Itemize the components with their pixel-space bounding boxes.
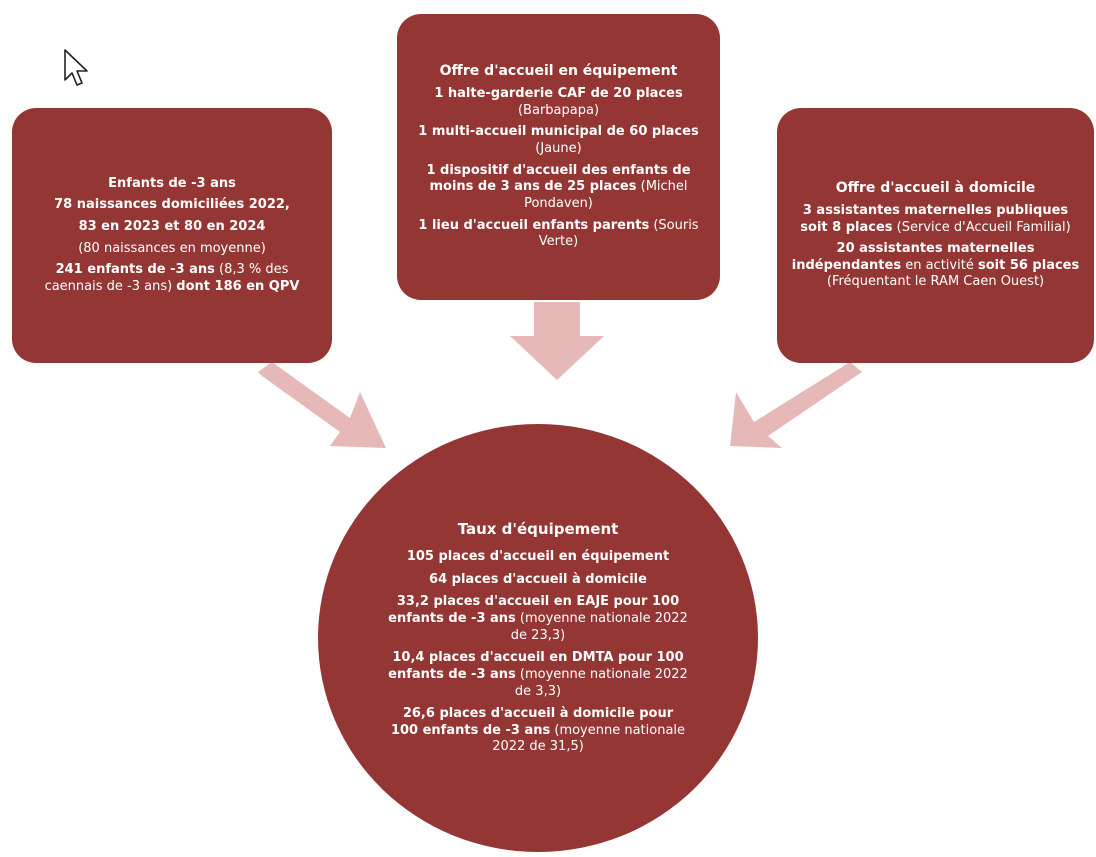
home-care-item-1-note: (Service d'Accueil Familial) xyxy=(892,219,1071,235)
births-average: (80 naissances en moyenne) xyxy=(78,240,266,256)
arrow-right-shape xyxy=(730,362,862,448)
facility-box-title: Offre d'accueil en équipement xyxy=(439,63,678,80)
facility-item-1-bold: 1 halte-garderie CAF de 20 places xyxy=(434,86,683,102)
home-care-offer-box: Offre d'accueil à domicile 3 assistantes… xyxy=(777,108,1094,363)
home-care-item-2-bold: 20 assistantes maternelles indépendantes xyxy=(791,241,1035,273)
facility-item-1-name: (Barbapapa) xyxy=(517,102,600,118)
dmta-rate-bold: 10,4 places d'accueil en DMTA pour 100 e… xyxy=(388,650,684,682)
home-care-box-title: Offre d'accueil à domicile xyxy=(835,179,1036,196)
home-care-item-2-places: soit 56 places xyxy=(977,257,1080,273)
arrow-right-to-circle xyxy=(730,362,862,448)
eaje-rate-national: (moyenne nationale 2022 de 23,3) xyxy=(510,611,688,643)
mouse-pointer-icon xyxy=(64,49,88,86)
home-places: 64 places d'accueil à domicile xyxy=(429,571,647,587)
births-line-2: 83 en 2023 et 80 en 2024 xyxy=(78,218,266,234)
births-line-1: 78 naissances domiciliées 2022, xyxy=(54,197,290,213)
home-care-item-2-note: (Fréquentant le RAM Caen Ouest) xyxy=(826,274,1045,290)
facility-item-3-name: (Michel Pondaven) xyxy=(524,179,688,211)
facility-item-4-bold: 1 lieu d'accueil enfants parents xyxy=(418,217,650,233)
arrow-center-shape xyxy=(510,302,604,380)
dmta-rate: 10,4 places d'accueil en DMTA pour 100 e… xyxy=(388,650,688,700)
home-rate: 26,6 places d'accueil à domicile pour 10… xyxy=(388,706,688,756)
facility-offer-box: Offre d'accueil en équipement 1 halte-ga… xyxy=(397,14,720,300)
eaje-rate-bold: 33,2 places d'accueil en EAJE pour 100 e… xyxy=(388,594,680,627)
equipment-places: 105 places d'accueil en équipement xyxy=(406,549,670,565)
home-care-item-1: 3 assistantes maternelles publiques soit… xyxy=(791,203,1080,236)
equipment-rate-title: Taux d'équipement xyxy=(457,519,619,538)
facility-item-2-name: (Jaune) xyxy=(535,141,582,157)
children-count-bold: 241 enfants de -3 ans xyxy=(55,262,215,278)
facility-item-4-name: (Souris Verte) xyxy=(538,217,699,250)
facility-item-4: 1 lieu d'accueil enfants parents (Souris… xyxy=(413,218,704,251)
home-rate-bold: 26,6 places d'accueil à domicile pour 10… xyxy=(390,706,674,738)
home-care-item-2: 20 assistantes maternelles indépendantes… xyxy=(791,241,1080,291)
facility-item-3-bold: 1 dispositif d'accueil des enfants de mo… xyxy=(426,162,691,195)
home-care-item-2-activity: en activité xyxy=(901,257,978,273)
dmta-rate-national: (moyenne nationale 2022 de 3,3) xyxy=(514,666,688,699)
arrow-center-to-circle xyxy=(510,302,604,380)
eaje-rate: 33,2 places d'accueil en EAJE pour 100 e… xyxy=(388,594,688,644)
equipment-rate-circle: Taux d'équipement 105 places d'accueil e… xyxy=(318,424,758,852)
arrow-left-to-circle xyxy=(258,362,386,448)
facility-item-2-bold: 1 multi-accueil municipal de 60 places xyxy=(418,124,699,140)
arrow-left-shape xyxy=(258,362,386,448)
children-count-share: (8,3 % des caennais de -3 ans) xyxy=(44,262,289,294)
children-under-3-box: Enfants de -3 ans 78 naissances domicili… xyxy=(12,108,332,363)
children-count-qpv: dont 186 en QPV xyxy=(176,278,300,294)
facility-item-3: 1 dispositif d'accueil des enfants de mo… xyxy=(413,163,704,213)
children-box-title: Enfants de -3 ans xyxy=(108,175,236,191)
facility-item-2: 1 multi-accueil municipal de 60 places (… xyxy=(413,124,704,157)
children-count: 241 enfants de -3 ans (8,3 % des caennai… xyxy=(28,262,316,295)
home-rate-national: (moyenne nationale 2022 de 31,5) xyxy=(492,722,686,755)
home-care-item-1-bold: 3 assistantes maternelles publiques soit… xyxy=(800,202,1069,235)
facility-item-1: 1 halte-garderie CAF de 20 places (Barba… xyxy=(413,86,704,119)
